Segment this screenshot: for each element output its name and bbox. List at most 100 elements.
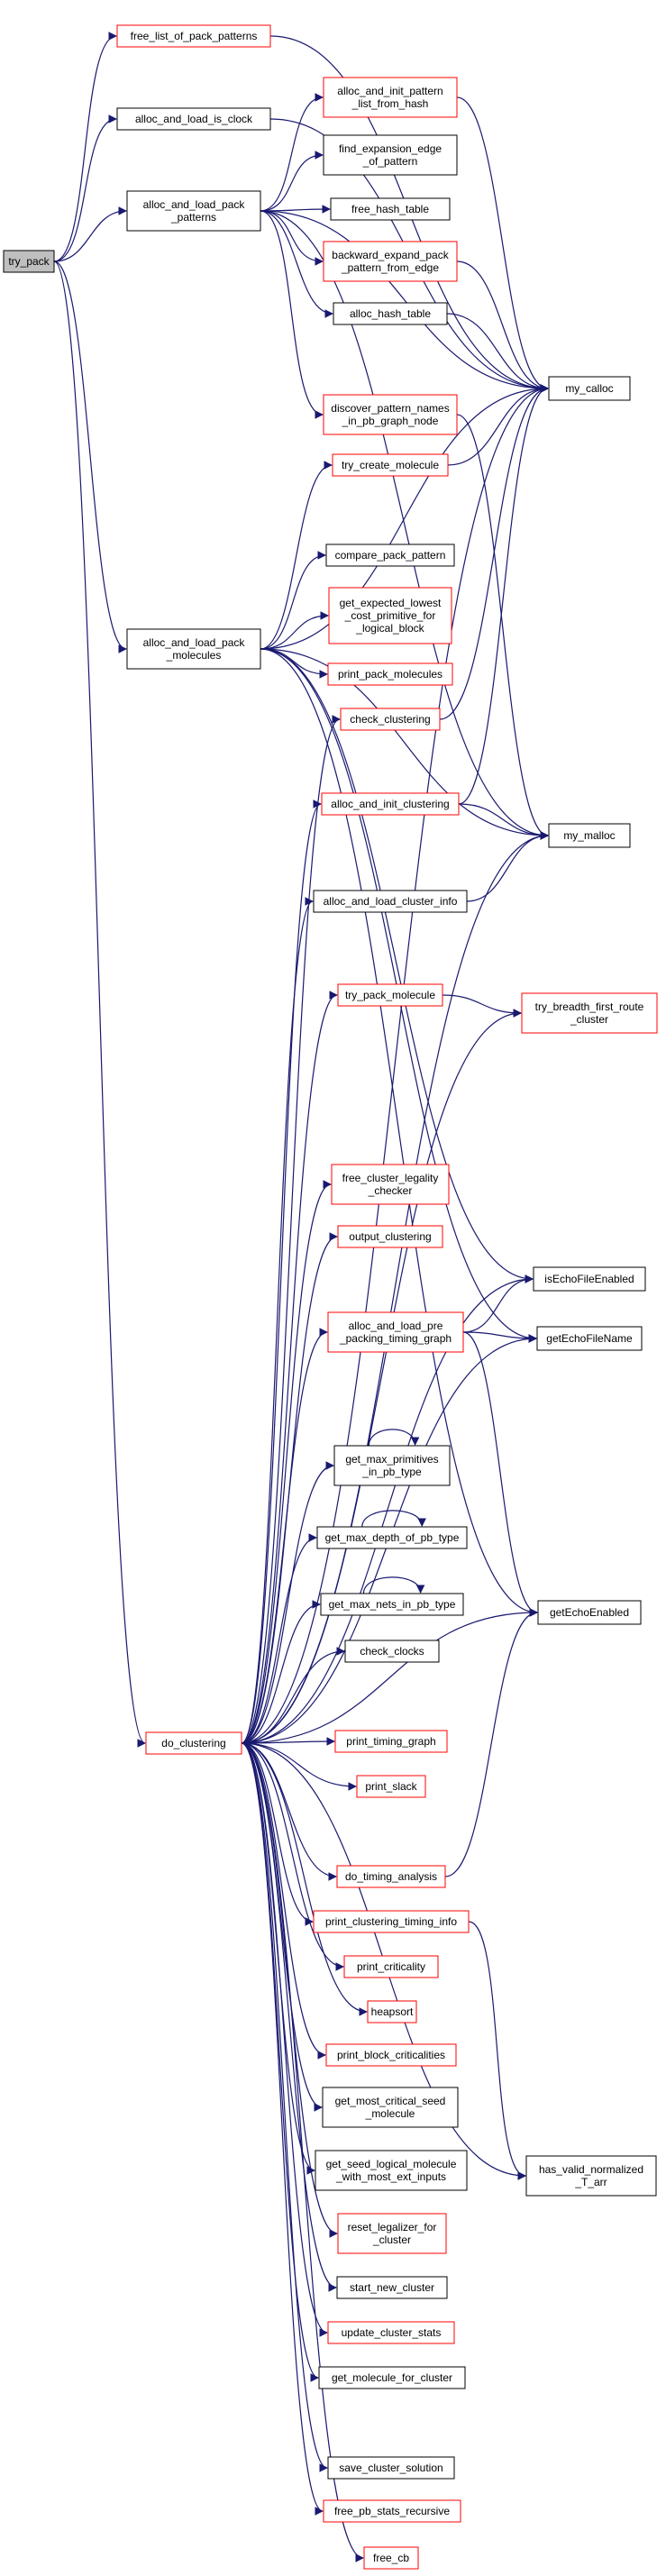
node-free_list_of_pack_patterns[interactable]: free_list_of_pack_patterns	[116, 24, 271, 48]
node-box-find_expansion_edge_of_pattern[interactable]	[323, 134, 458, 176]
node-box-print_timing_graph[interactable]	[334, 1730, 448, 1753]
node-box-try_create_molecule[interactable]	[332, 453, 449, 477]
node-print_slack[interactable]: print_slack	[356, 1775, 426, 1798]
node-print_clustering_timing_info[interactable]: print_clustering_timing_info	[313, 1910, 470, 1933]
node-try_pack[interactable]: try_pack	[3, 250, 55, 273]
node-box-check_clustering[interactable]	[340, 708, 441, 731]
node-box-heapsort[interactable]	[367, 2000, 417, 2023]
node-box-getEchoFileName[interactable]	[536, 1326, 643, 1351]
node-free_hash_table[interactable]: free_hash_table	[330, 197, 451, 221]
node-box-discover_pattern_names_in_pb_graph_node[interactable]	[323, 394, 458, 435]
node-my_malloc[interactable]: my_malloc	[548, 823, 631, 848]
node-print_block_criticalities[interactable]: print_block_criticalities	[325, 2043, 457, 2067]
node-my_calloc[interactable]: my_calloc	[548, 376, 631, 401]
node-check_clocks[interactable]: check_clocks	[344, 1640, 440, 1663]
node-free_cluster_legality_checker[interactable]: free_cluster_legality_checker	[331, 1164, 450, 1205]
node-box-alloc_and_load_is_clock[interactable]	[116, 107, 271, 131]
node-box-try_breadth_first_route_cluster[interactable]	[521, 992, 658, 1034]
node-box-backward_expand_pack_pattern_from_edge[interactable]	[323, 241, 458, 282]
node-get_most_critical_seed_molecule[interactable]: get_most_critical_seed_molecule	[322, 2087, 459, 2128]
node-try_pack_molecule[interactable]: try_pack_molecule	[337, 983, 443, 1007]
node-box-my_malloc[interactable]	[548, 823, 631, 848]
node-box-print_criticality[interactable]	[343, 1955, 439, 1978]
node-box-my_calloc[interactable]	[548, 376, 631, 401]
node-box-print_slack[interactable]	[356, 1775, 426, 1798]
node-box-do_timing_analysis[interactable]	[336, 1865, 446, 1888]
node-alloc_and_load_is_clock[interactable]: alloc_and_load_is_clock	[116, 107, 271, 131]
node-print_timing_graph[interactable]: print_timing_graph	[334, 1730, 448, 1753]
node-box-save_cluster_solution[interactable]	[327, 2456, 455, 2480]
node-do_timing_analysis[interactable]: do_timing_analysis	[336, 1865, 446, 1888]
node-box-get_most_critical_seed_molecule[interactable]	[322, 2087, 459, 2128]
node-box-alloc_and_init_pattern_list_from_hash[interactable]	[323, 77, 458, 118]
node-get_seed_logical_molecule_with_most_ext_inputs[interactable]: get_seed_logical_molecule_with_most_ext_…	[315, 2150, 468, 2191]
node-output_clustering[interactable]: output_clustering	[337, 1225, 443, 1248]
node-box-start_new_cluster[interactable]	[336, 2276, 448, 2299]
node-box-try_pack_molecule[interactable]	[337, 983, 443, 1007]
node-get_molecule_for_cluster[interactable]: get_molecule_for_cluster	[318, 2366, 466, 2389]
node-heapsort[interactable]: heapsort	[367, 2000, 417, 2023]
node-has_valid_normalized_T_arr[interactable]: has_valid_normalized_T_arr	[525, 2155, 657, 2197]
node-box-check_clocks[interactable]	[344, 1640, 440, 1663]
node-box-get_expected_lowest_cost_primitive_for_logical_block[interactable]	[328, 587, 452, 644]
node-box-alloc_and_load_cluster_info[interactable]	[313, 890, 468, 913]
node-check_clustering[interactable]: check_clustering	[340, 708, 441, 731]
node-alloc_and_load_pack_molecules[interactable]: alloc_and_load_pack_molecules	[126, 628, 261, 670]
node-compare_pack_pattern[interactable]: compare_pack_pattern	[325, 544, 455, 567]
node-box-get_seed_logical_molecule_with_most_ext_inputs[interactable]	[315, 2150, 468, 2191]
node-free_pb_stats_recursive[interactable]: free_pb_stats_recursive	[323, 2499, 461, 2523]
node-box-alloc_and_load_pack_patterns[interactable]	[126, 190, 261, 232]
node-getEchoFileName[interactable]: getEchoFileName	[536, 1326, 643, 1351]
node-box-get_molecule_for_cluster[interactable]	[318, 2366, 466, 2389]
node-try_create_molecule[interactable]: try_create_molecule	[332, 453, 449, 477]
node-get_max_nets_in_pb_type[interactable]: get_max_nets_in_pb_type	[320, 1593, 464, 1616]
node-get_max_primitives_in_pb_type[interactable]: get_max_primitives_in_pb_type	[333, 1445, 451, 1486]
node-update_cluster_stats[interactable]: update_cluster_stats	[327, 2321, 455, 2344]
node-box-free_list_of_pack_patterns[interactable]	[116, 24, 271, 48]
node-isEchoFileEnabled[interactable]: isEchoFileEnabled	[533, 1266, 646, 1292]
node-box-print_block_criticalities[interactable]	[325, 2043, 457, 2067]
node-try_breadth_first_route_cluster[interactable]: try_breadth_first_route_cluster	[521, 992, 658, 1034]
node-alloc_and_load_cluster_info[interactable]: alloc_and_load_cluster_info	[313, 890, 468, 913]
node-print_pack_molecules[interactable]: print_pack_molecules	[327, 662, 453, 686]
node-getEchoEnabled[interactable]: getEchoEnabled	[537, 1600, 642, 1625]
node-get_max_depth_of_pb_type[interactable]: get_max_depth_of_pb_type	[316, 1526, 468, 1549]
node-box-compare_pack_pattern[interactable]	[325, 544, 455, 567]
node-alloc_hash_table[interactable]: alloc_hash_table	[333, 302, 448, 325]
node-box-has_valid_normalized_T_arr[interactable]	[525, 2155, 657, 2197]
node-box-output_clustering[interactable]	[337, 1225, 443, 1248]
node-alloc_and_init_pattern_list_from_hash[interactable]: alloc_and_init_pattern_list_from_hash	[323, 77, 458, 118]
node-box-do_clustering[interactable]	[145, 1731, 242, 1755]
node-alloc_and_load_pack_patterns[interactable]: alloc_and_load_pack_patterns	[126, 190, 261, 232]
node-free_cb[interactable]: free_cb	[363, 2546, 419, 2570]
node-backward_expand_pack_pattern_from_edge[interactable]: backward_expand_pack_pattern_from_edge	[323, 241, 458, 282]
node-box-print_pack_molecules[interactable]	[327, 662, 453, 686]
node-box-try_pack[interactable]	[3, 250, 55, 273]
node-box-update_cluster_stats[interactable]	[327, 2321, 455, 2344]
node-box-reset_legalizer_for_cluster[interactable]	[337, 2213, 447, 2254]
node-box-get_max_depth_of_pb_type[interactable]	[316, 1526, 468, 1549]
node-box-alloc_and_load_pre_packing_timing_graph[interactable]	[327, 1311, 464, 1353]
node-box-free_cb[interactable]	[363, 2546, 419, 2570]
node-discover_pattern_names_in_pb_graph_node[interactable]: discover_pattern_names_in_pb_graph_node	[323, 394, 458, 435]
node-start_new_cluster[interactable]: start_new_cluster	[336, 2276, 448, 2299]
node-alloc_and_init_clustering[interactable]: alloc_and_init_clustering	[321, 792, 460, 816]
node-print_criticality[interactable]: print_criticality	[343, 1955, 439, 1978]
node-reset_legalizer_for_cluster[interactable]: reset_legalizer_for_cluster	[337, 2213, 447, 2254]
node-box-alloc_and_init_clustering[interactable]	[321, 792, 460, 816]
node-box-alloc_and_load_pack_molecules[interactable]	[126, 628, 261, 670]
node-do_clustering[interactable]: do_clustering	[145, 1731, 242, 1755]
node-box-alloc_hash_table[interactable]	[333, 302, 448, 325]
node-box-free_hash_table[interactable]	[330, 197, 451, 221]
node-box-free_cluster_legality_checker[interactable]	[331, 1164, 450, 1205]
node-save_cluster_solution[interactable]: save_cluster_solution	[327, 2456, 455, 2480]
node-box-free_pb_stats_recursive[interactable]	[323, 2499, 461, 2523]
node-alloc_and_load_pre_packing_timing_graph[interactable]: alloc_and_load_pre_packing_timing_graph	[327, 1311, 464, 1353]
node-get_expected_lowest_cost_primitive_for_logical_block[interactable]: get_expected_lowest_cost_primitive_for_l…	[328, 587, 452, 644]
node-box-print_clustering_timing_info[interactable]	[313, 1910, 470, 1933]
node-box-get_max_nets_in_pb_type[interactable]	[320, 1593, 464, 1616]
node-find_expansion_edge_of_pattern[interactable]: find_expansion_edge_of_pattern	[323, 134, 458, 176]
node-box-get_max_primitives_in_pb_type[interactable]	[333, 1445, 451, 1486]
node-box-isEchoFileEnabled[interactable]	[533, 1266, 646, 1292]
node-box-getEchoEnabled[interactable]	[537, 1600, 642, 1625]
